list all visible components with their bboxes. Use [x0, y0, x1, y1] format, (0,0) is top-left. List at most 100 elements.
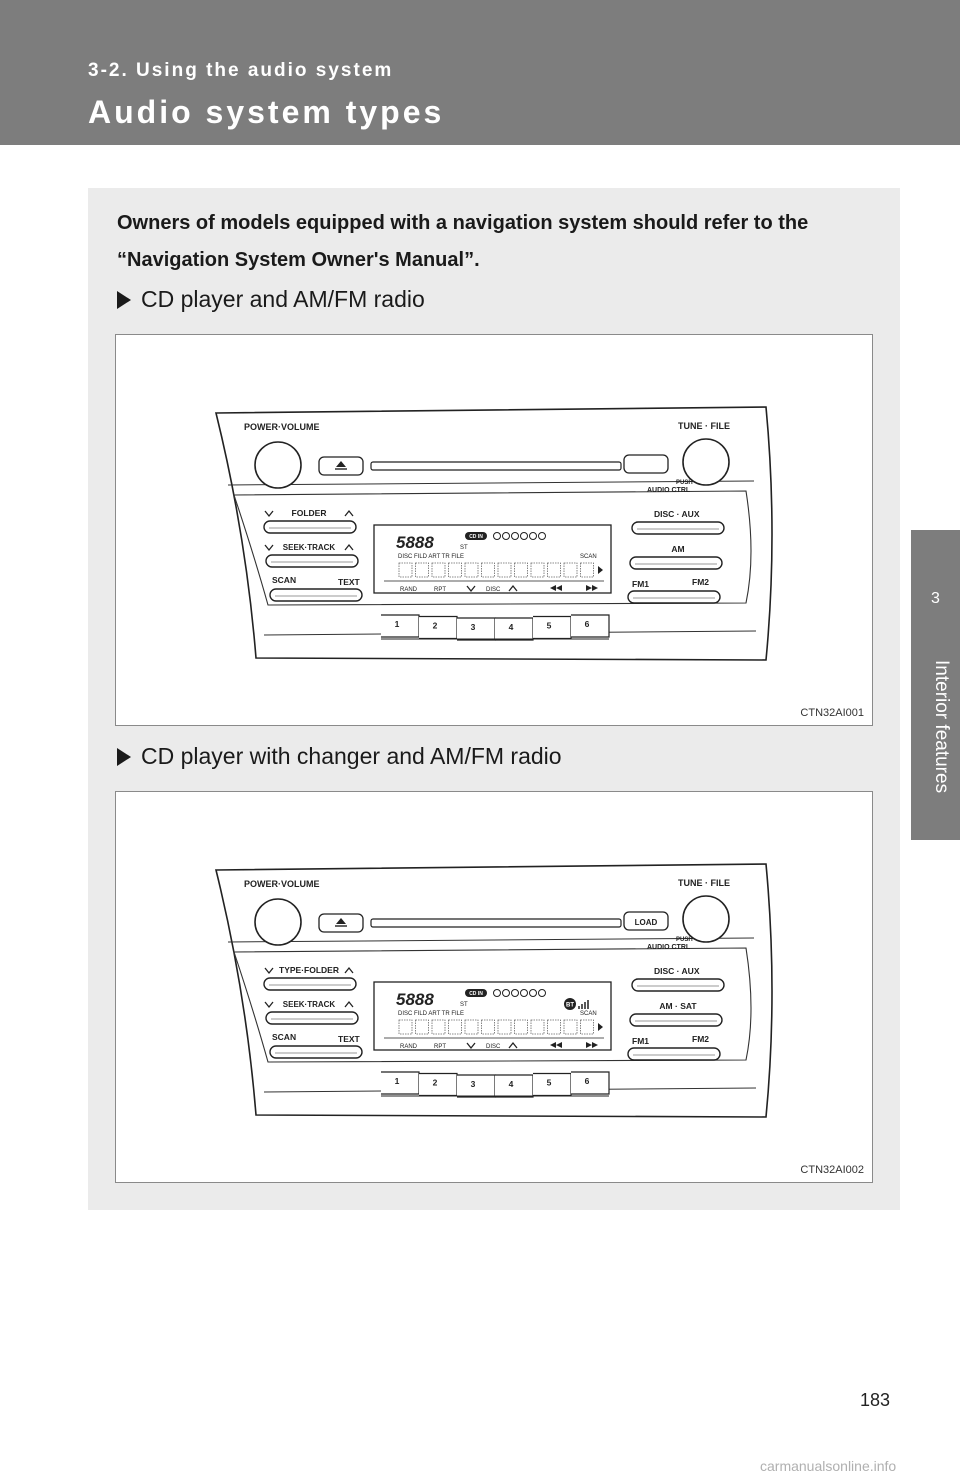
preset-button-label: 3: [471, 622, 476, 632]
radio-display: [373, 524, 612, 594]
preset-button: [457, 1074, 496, 1098]
folder-button: [263, 977, 357, 991]
power-volume-knob-icon: [254, 898, 302, 946]
item-heading-text: CD player with changer and AM/FM radio: [141, 743, 562, 769]
preset-button-label: 1: [395, 619, 400, 629]
disc-slot-indicator-icon: [529, 989, 537, 997]
cd-slot: [370, 461, 622, 471]
fm1-fm2-button: [627, 590, 721, 604]
push-label: PUSH: [676, 480, 693, 486]
display-character-cell: [530, 562, 545, 578]
rewind-icon: [550, 1042, 562, 1048]
band-label: AM: [671, 544, 684, 554]
preset-button: [381, 1071, 420, 1095]
power-volume-knob-icon: [254, 441, 302, 489]
folder-button: [263, 520, 357, 534]
fm1-label: FM1: [632, 1036, 649, 1046]
preset-button: [457, 617, 496, 641]
preset-button-label: 3: [471, 1079, 476, 1089]
chevron-down-icon: [466, 585, 476, 593]
disc-slot-indicator-icon: [520, 532, 528, 540]
display-character-cell: [563, 1019, 578, 1035]
disc-slot-indicator-icon: [538, 989, 546, 997]
display-character-cell: [580, 562, 594, 578]
seek-track-button: [265, 554, 359, 568]
display-character-cell: [497, 562, 512, 578]
tune-file-knob-icon: [682, 438, 730, 486]
display-character-cell: [448, 1019, 462, 1035]
disc-slot-indicator-icon: [493, 532, 501, 540]
scan-label: SCAN: [272, 575, 296, 585]
item-heading-text: CD player and AM/FM radio: [141, 286, 425, 312]
cd-in-indicator: [465, 989, 487, 997]
preset-button-label: 4: [509, 1079, 514, 1089]
display-field-labels: DISC FILD ART TR FILE: [398, 1011, 464, 1017]
display-character-cell: [464, 1019, 479, 1035]
display-character-cell: [547, 1019, 561, 1035]
push-label: PUSH: [676, 937, 693, 943]
display-character-cell: [431, 562, 446, 578]
scan-label: SCAN: [272, 1032, 296, 1042]
display-number: 5888: [396, 533, 434, 552]
preset-button-label: 2: [433, 621, 438, 631]
disc-slot-indicator-icon: [502, 532, 510, 540]
disc-small-label: DISC: [486, 1044, 501, 1050]
display-arrow-icon: [598, 566, 603, 574]
text-label: TEXT: [338, 577, 361, 587]
eject-icon: [336, 461, 346, 467]
seek-track-label: SEEK·TRACK: [283, 1000, 336, 1009]
page-header: [0, 0, 960, 145]
chapter-tab[interactable]: 3: [911, 530, 960, 840]
display-character-cell: [415, 562, 429, 578]
chevron-up-icon: [344, 1000, 354, 1008]
disc-aux-button: [631, 978, 725, 992]
rand-label: RAND: [400, 1044, 418, 1050]
preset-button-label: 5: [547, 1078, 552, 1088]
load-button-label: LOAD: [635, 918, 658, 927]
preset-button-label: 6: [585, 619, 590, 629]
disc-slot-indicator-icon: [529, 532, 537, 540]
seek-track-label: SEEK·TRACK: [283, 543, 336, 552]
tune-file-label: TUNE · FILE: [678, 878, 730, 888]
st-label: ST: [460, 545, 468, 551]
preset-button: [381, 614, 420, 638]
chapter-tab-label: Interior features: [931, 660, 952, 794]
chevron-up-icon: [344, 509, 354, 517]
folder-label: FOLDER: [292, 508, 327, 518]
rpt-label: RPT: [434, 587, 446, 593]
fast-forward-icon: [586, 585, 598, 591]
power-volume-label: POWER·VOLUME: [244, 879, 320, 889]
cd-slot: [370, 918, 622, 928]
section-label: 3-2. Using the audio system: [88, 60, 394, 81]
fast-forward-icon: [586, 1042, 598, 1048]
figure-code: CTN32AI001: [800, 707, 864, 719]
tune-file-knob-icon: [682, 895, 730, 943]
audio-ctrl-label: AUDIO CTRL: [647, 487, 691, 494]
load-button: [623, 911, 669, 931]
preset-button: [419, 615, 458, 640]
chapter-tab-number: 3: [931, 590, 940, 607]
display-character-cell: [481, 1019, 495, 1035]
display-character-cell: [448, 562, 462, 578]
disc-small-label: DISC: [486, 587, 501, 593]
bluetooth-icon: [564, 998, 576, 1010]
disc-aux-label: DISC · AUX: [654, 509, 700, 519]
display-character-cell: [563, 562, 578, 578]
display-character-cell: [530, 1019, 545, 1035]
preset-button: [571, 1071, 610, 1095]
st-label: ST: [460, 1002, 468, 1008]
signal-strength-icon: [578, 1000, 589, 1009]
bt-label: BT: [566, 1003, 574, 1009]
page-number: 183: [860, 1390, 891, 1410]
fm1-label: FM1: [632, 579, 649, 589]
chevron-down-icon: [264, 510, 274, 518]
triangle-bullet-icon: [117, 748, 131, 766]
radio-panel-edge: [227, 480, 755, 486]
fm1-fm2-button: [627, 1047, 721, 1061]
preset-button: [495, 617, 534, 641]
display-character-cell: [514, 562, 528, 578]
preset-button: [419, 1072, 458, 1097]
